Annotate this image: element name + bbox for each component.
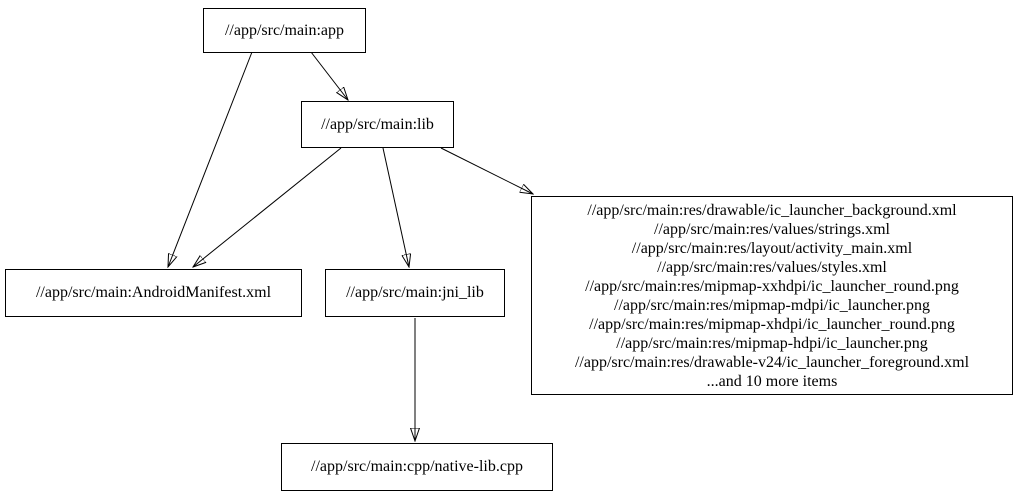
node-native-lib-label: //app/src/main:cpp/native-lib.cpp bbox=[311, 458, 523, 475]
res-file-line: //app/src/main:res/layout/activity_main.… bbox=[631, 239, 913, 257]
res-file-line: //app/src/main:res/drawable/ic_launcher_… bbox=[587, 201, 957, 219]
graph-node-lib: //app/src/main:lib bbox=[301, 101, 454, 148]
edge-lib-to-jni-lib bbox=[382, 147, 409, 267]
res-file-line-more: ...and 10 more items bbox=[706, 372, 838, 390]
graph-node-android-manifest: //app/src/main:AndroidManifest.xml bbox=[5, 269, 302, 317]
res-file-line: //app/src/main:res/mipmap-xhdpi/ic_launc… bbox=[589, 315, 955, 333]
node-android-manifest-label: //app/src/main:AndroidManifest.xml bbox=[35, 284, 272, 301]
res-file-line: //app/src/main:res/mipmap-hdpi/ic_launch… bbox=[616, 334, 928, 352]
graph-node-jni-lib: //app/src/main:jni_lib bbox=[325, 269, 505, 317]
graph-node-native-lib: //app/src/main:cpp/native-lib.cpp bbox=[281, 443, 553, 491]
node-app-label: //app/src/main:app bbox=[224, 21, 345, 39]
graph-node-res-file-group: //app/src/main:res/drawable/ic_launcher_… bbox=[531, 196, 1013, 395]
res-file-line: //app/src/main:res/values/strings.xml bbox=[654, 220, 890, 238]
edge-app-to-manifest bbox=[168, 51, 253, 267]
node-lib-label: //app/src/main:lib bbox=[321, 115, 434, 133]
graph-node-app: //app/src/main:app bbox=[203, 8, 366, 53]
edge-app-to-lib bbox=[310, 51, 348, 100]
res-file-line: //app/src/main:res/mipmap-mdpi/ic_launch… bbox=[614, 296, 930, 314]
res-file-line: //app/src/main:res/values/styles.xml bbox=[657, 258, 887, 276]
edge-lib-to-manifest bbox=[193, 147, 342, 267]
res-file-line: //app/src/main:res/drawable-v24/ic_launc… bbox=[574, 353, 970, 371]
node-jni-lib-label: //app/src/main:jni_lib bbox=[346, 284, 484, 301]
edge-lib-to-res-group bbox=[440, 147, 533, 194]
res-file-line: //app/src/main:res/mipmap-xxhdpi/ic_laun… bbox=[585, 277, 959, 295]
